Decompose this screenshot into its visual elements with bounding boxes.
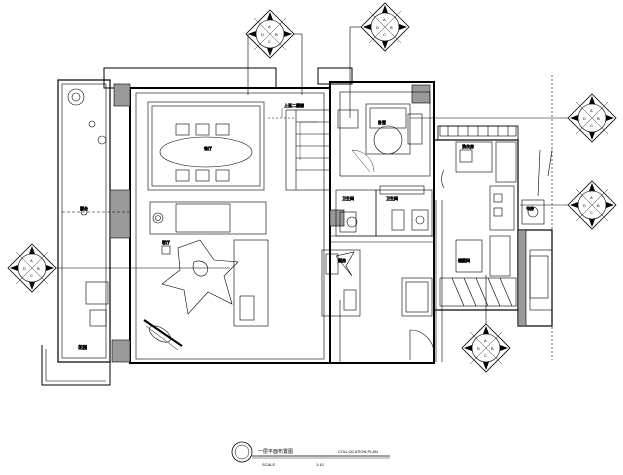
drawing-title-block: 一层平面布置图 COLLOCATION PLAN SCALE 1:10	[231, 441, 390, 467]
drawing-title: 一层平面布置图	[258, 448, 293, 455]
terrace-area: 露台 花园	[62, 88, 130, 351]
title-circle-symbol	[231, 441, 253, 463]
svg-text:C: C	[590, 210, 593, 215]
svg-text:A: A	[590, 108, 593, 113]
room-label-living: 客厅	[162, 239, 170, 245]
svg-text:B: B	[37, 266, 40, 271]
index-marker-left-middle: A B C D	[7, 243, 57, 293]
room-label-terrace: 露台	[80, 205, 88, 211]
svg-text:D: D	[583, 116, 586, 121]
kitchen-area: 厨房	[321, 249, 433, 317]
svg-text:B: B	[491, 346, 494, 351]
svg-text:D: D	[23, 266, 26, 271]
svg-text:C: C	[268, 39, 271, 44]
svg-text:C: C	[30, 273, 33, 278]
scale-label: SCALE	[262, 462, 275, 467]
svg-text:B: B	[597, 116, 600, 121]
bathroom-area: 卫生间 卫生间	[335, 185, 433, 237]
index-marker-right-middle: A B C D	[567, 180, 617, 230]
room-label-laundry: 洗衣房	[462, 143, 474, 149]
svg-text:A: A	[30, 258, 33, 263]
index-marker-top-left: A B C D	[245, 9, 295, 59]
svg-text:A: A	[383, 17, 386, 22]
svg-text:D: D	[261, 32, 264, 37]
scale-value: 1:10	[316, 462, 325, 467]
svg-text:A: A	[268, 24, 271, 29]
index-marker-right-upper: A B C D	[567, 93, 617, 143]
room-label-dining: 餐厅	[204, 145, 212, 151]
svg-text:D: D	[477, 346, 480, 351]
room-label-garden: 花园	[78, 344, 87, 351]
index-marker-top-center: A B C D	[360, 2, 410, 52]
room-label-stair: 上至二楼梯	[284, 102, 304, 108]
svg-text:C: C	[383, 32, 386, 37]
room-label-kitchen: 厨房	[338, 257, 346, 263]
svg-text:D: D	[376, 25, 379, 30]
index-marker-bottom-right: A B C D	[461, 323, 511, 373]
svg-text:B: B	[390, 25, 393, 30]
svg-text:D: D	[583, 203, 586, 208]
wall-solids	[109, 83, 553, 363]
drawing-title-english: COLLOCATION PLAN	[338, 449, 378, 454]
annex-area: 洗衣房 储藏间 书房	[439, 141, 545, 307]
svg-text:B: B	[275, 32, 278, 37]
room-label-bath1: 卫生间	[342, 195, 354, 201]
living-area: 客厅	[143, 201, 269, 351]
svg-text:A: A	[590, 195, 593, 200]
svg-text:B: B	[597, 203, 600, 208]
room-label-bedroom: 卧室	[378, 119, 386, 125]
room-label-storage: 储藏间	[458, 257, 470, 263]
room-label-study: 书房	[526, 205, 534, 211]
svg-text:C: C	[484, 353, 487, 358]
svg-text:A: A	[484, 338, 487, 343]
partitions	[330, 200, 443, 362]
svg-text:C: C	[590, 123, 593, 128]
stair-area: 上至二楼梯	[268, 102, 331, 191]
dining-area: 餐厅	[147, 101, 265, 191]
room-label-bath2: 卫生间	[386, 195, 398, 201]
exterior-steps	[439, 125, 553, 299]
bedroom-area: 卧室	[337, 91, 431, 177]
